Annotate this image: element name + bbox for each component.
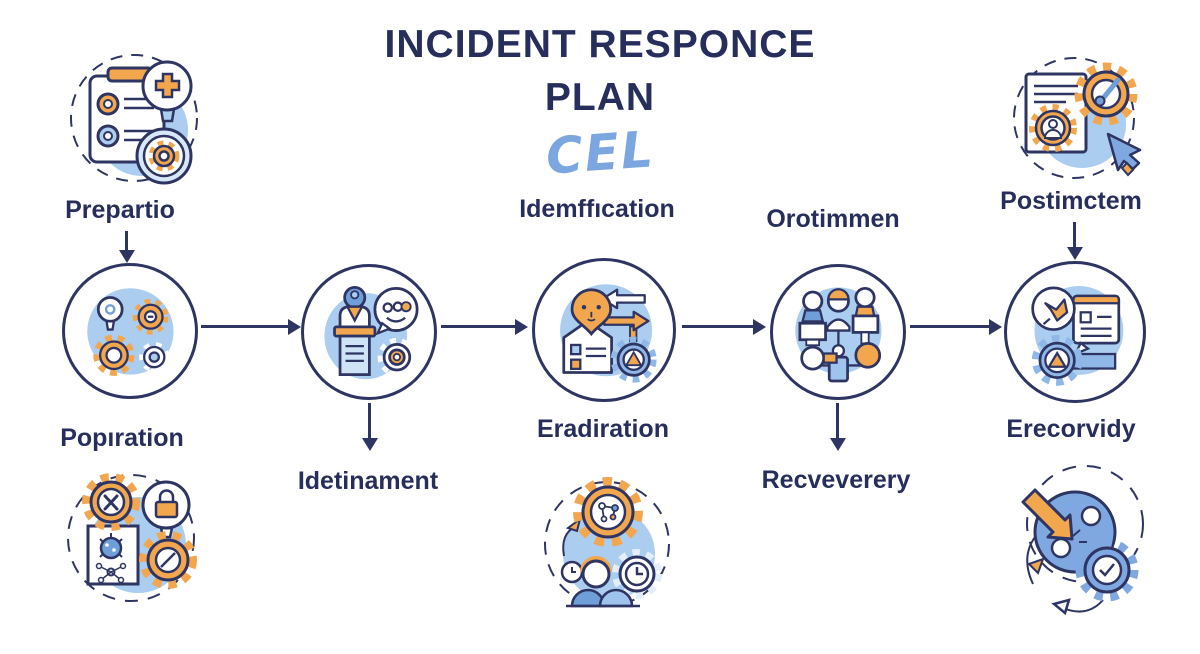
- flow-circle-2: [301, 264, 437, 400]
- label-stage4-bottom: Recveverery: [761, 466, 911, 494]
- arrow-circle2-to-circle3: [441, 318, 528, 335]
- arrow-circle3-to-circle4: [682, 318, 766, 335]
- label-stage2-bottom: Idetinament: [297, 467, 439, 495]
- label-stage5-bottom: Erecorvidy: [1006, 415, 1136, 443]
- flow-circle-3: [532, 258, 676, 402]
- spokesperson-podium-icon: [324, 285, 419, 379]
- label-stage1-top: Prepartio: [65, 196, 175, 224]
- label-stage3-top: Idemffıcation: [519, 195, 675, 223]
- team-network-icon: [794, 286, 882, 383]
- label-stage3-bottom: Eradiration: [537, 415, 669, 443]
- page-subtitle: PLAN: [544, 75, 656, 119]
- title-block: INCIDENT RESPONCE PLAN CEL: [300, 23, 900, 186]
- arrow-circle4-down: [829, 403, 846, 451]
- gears-lightbulb-icon: [86, 287, 174, 376]
- arrow-circle1-to-circle2: [201, 318, 301, 335]
- arrow-down-to-circle1: [118, 231, 135, 263]
- arrow-circle2-down: [361, 403, 378, 451]
- clipboard-checklist-icon: [64, 46, 204, 196]
- label-stage4-top: Orotimmen: [766, 205, 900, 233]
- arrow-circle4-to-circle5: [910, 318, 1002, 335]
- brand-logo: CEL: [543, 120, 657, 186]
- recovery-cycle-icon: [1003, 452, 1158, 622]
- label-stage5-top: Postimctem: [1000, 187, 1142, 215]
- arrow-down-to-circle5: [1066, 222, 1083, 260]
- malware-document-icon: [56, 460, 206, 625]
- location-pin-arrows-icon: [559, 284, 657, 383]
- alert-window-icon: [1031, 285, 1124, 386]
- flow-circle-4: [770, 264, 906, 400]
- flow-circle-1: [62, 263, 198, 399]
- page-title: INCIDENT RESPONCE: [384, 23, 816, 66]
- flow-circle-5: [1004, 261, 1146, 403]
- report-gauge-cursor-icon: [996, 50, 1151, 195]
- label-stage1-bottom: Popıration: [60, 424, 184, 452]
- analysis-clock-team-icon: [534, 466, 684, 631]
